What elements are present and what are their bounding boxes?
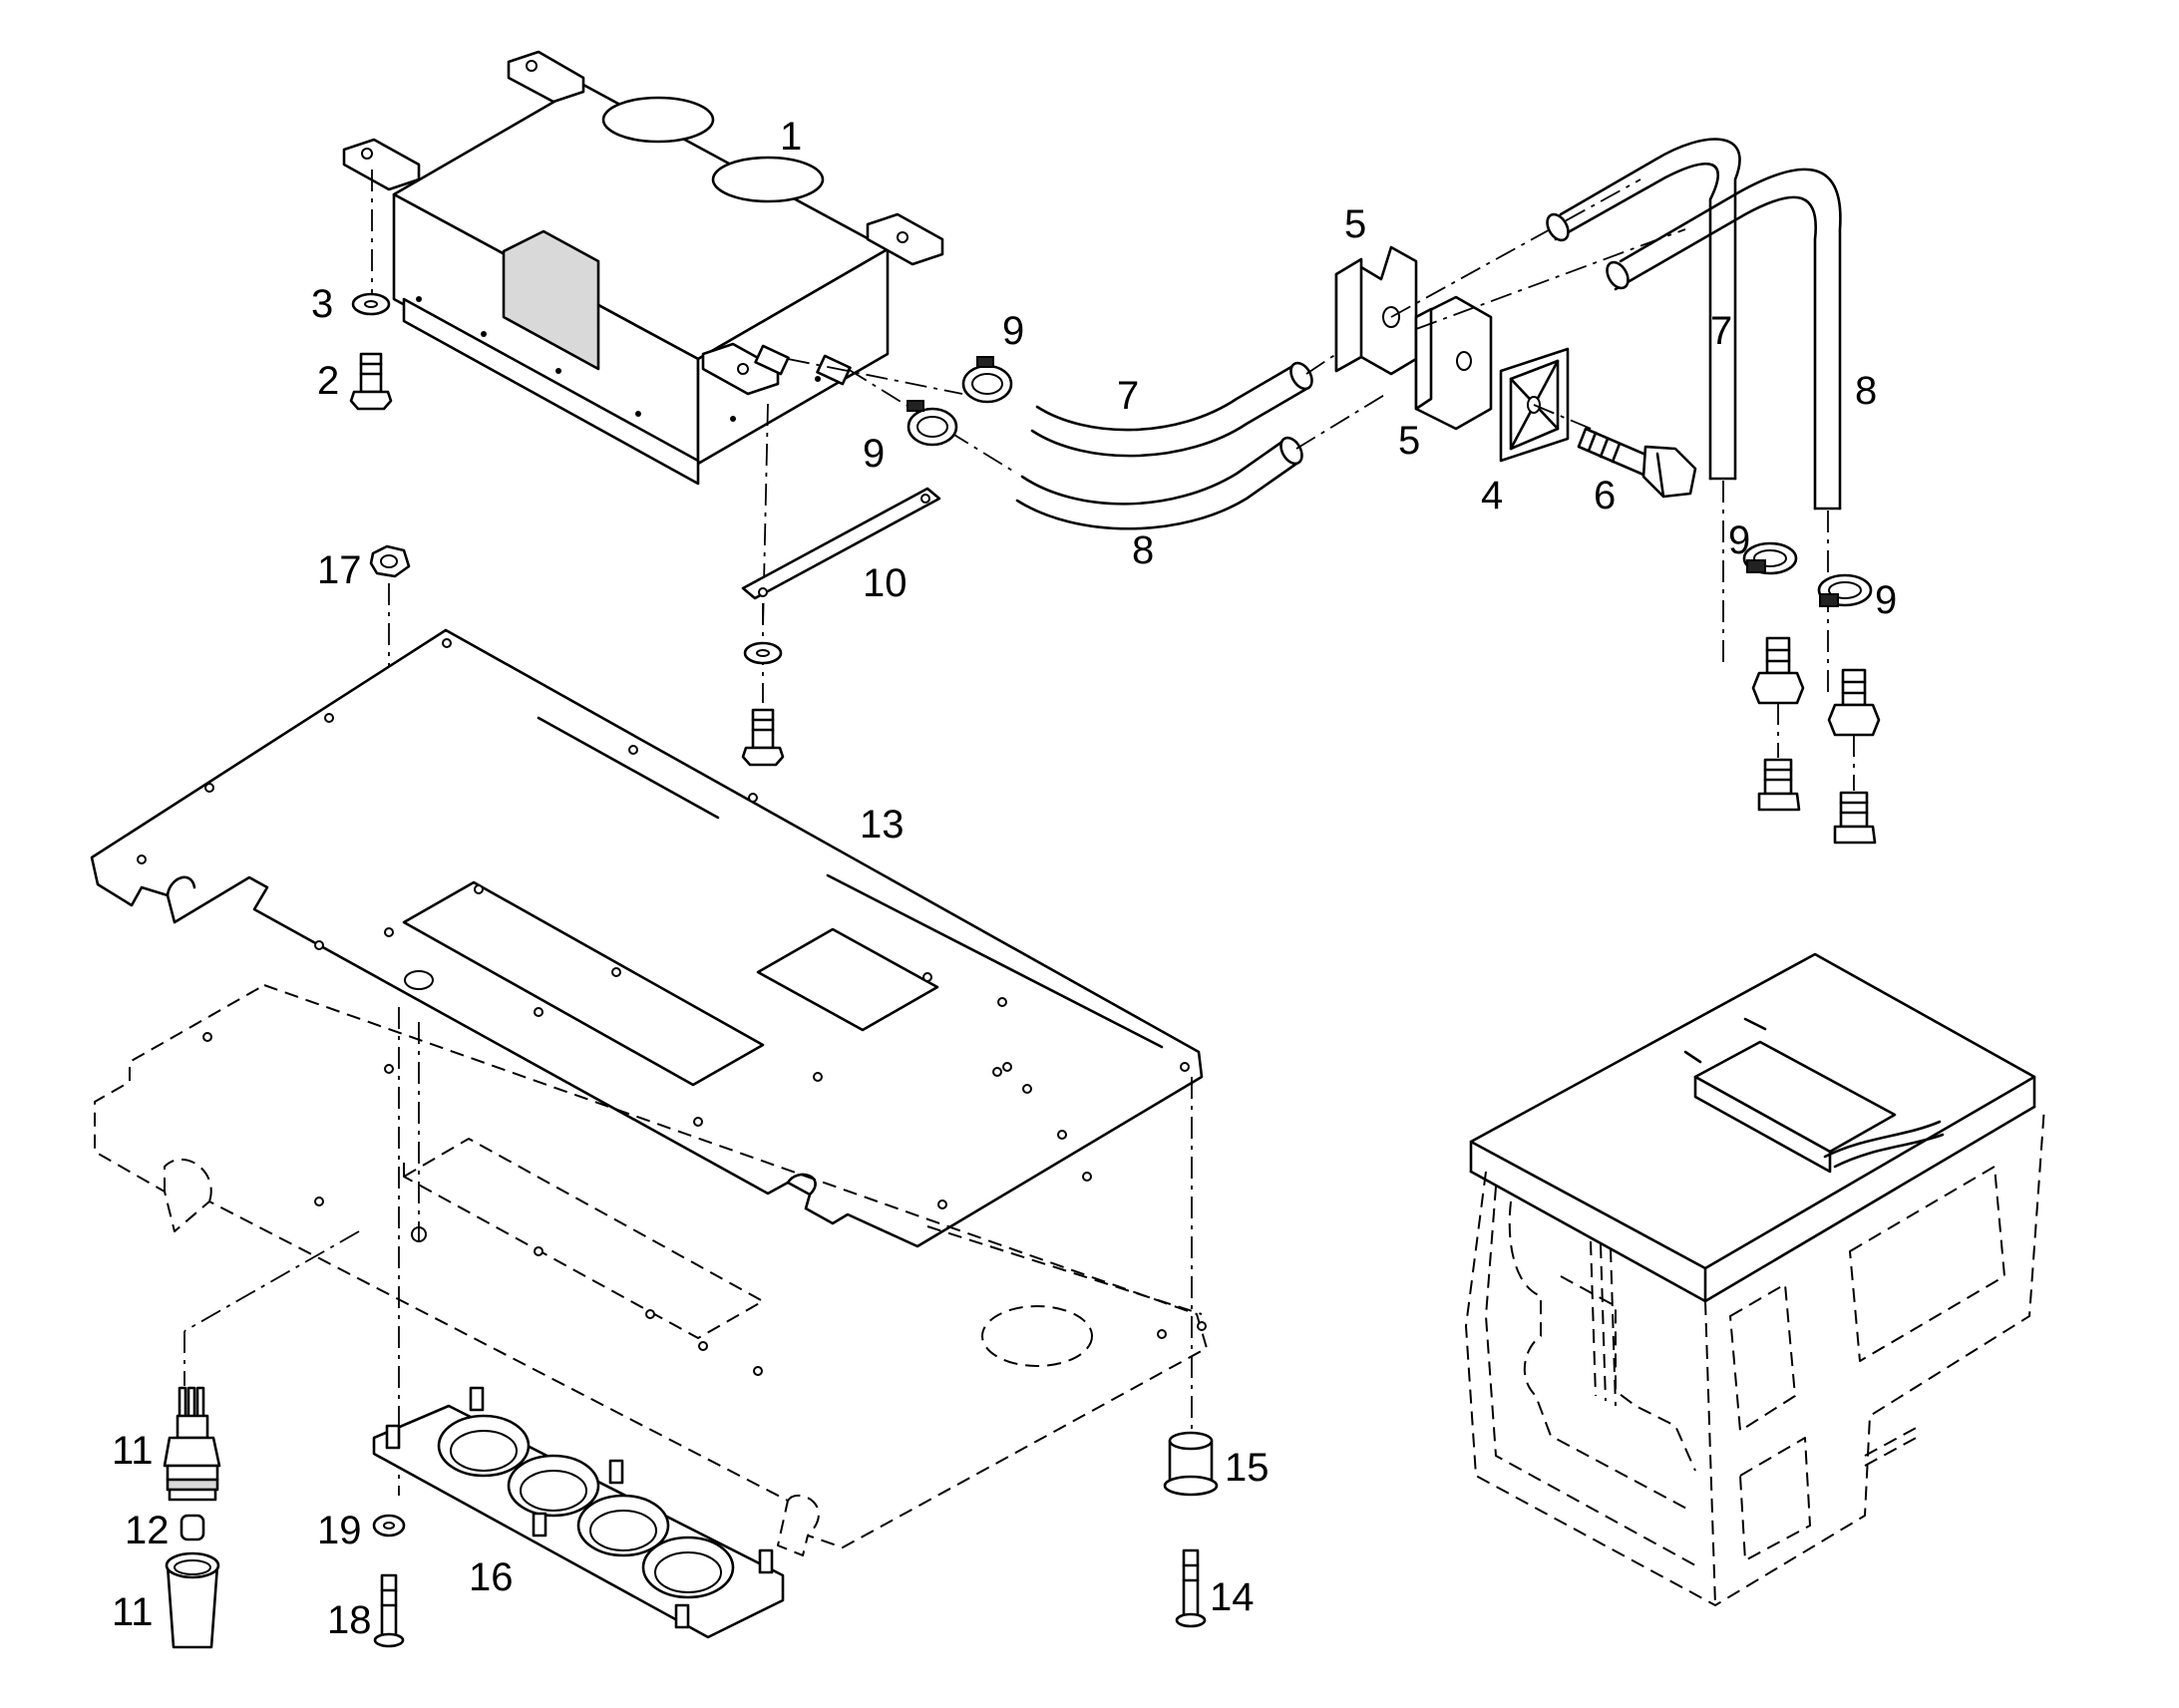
- callout-8a: 8: [1132, 528, 1154, 572]
- clamp-block-5-lower: [1414, 295, 1493, 431]
- callout-4: 4: [1481, 474, 1503, 517]
- callout-5a: 5: [1344, 202, 1366, 246]
- callout-19: 19: [317, 1509, 362, 1552]
- washer-3: [351, 292, 391, 316]
- heater-unit: [342, 50, 944, 486]
- grille-plate-16: [372, 1386, 785, 1639]
- callout-16: 16: [469, 1555, 514, 1599]
- washer-strap: [743, 641, 783, 665]
- callout-9b: 9: [863, 432, 885, 476]
- callout-11b: 11: [112, 1590, 154, 1634]
- callout-11a: 11: [112, 1429, 154, 1473]
- callout-18: 18: [327, 1598, 372, 1642]
- hose-clamp-9b: [907, 400, 958, 447]
- callout-7b: 7: [1710, 309, 1732, 353]
- hose-fitting-right: [1827, 668, 1881, 845]
- hose-clamp-9a: [961, 356, 1013, 404]
- floor-panel-13: [90, 628, 1204, 1248]
- callout-1: 1: [780, 115, 802, 159]
- bolt-6: [1577, 427, 1697, 499]
- hose-7-left: [1030, 361, 1313, 458]
- switch-11: [163, 1386, 221, 1502]
- hose-clamp-9c: [1742, 541, 1798, 575]
- callout-9d: 9: [1875, 578, 1897, 622]
- cab-overview: [1465, 952, 2045, 1606]
- callout-3: 3: [311, 282, 333, 326]
- screw-18: [373, 1573, 405, 1648]
- nut-17: [369, 544, 411, 578]
- screw-14: [1175, 1548, 1207, 1628]
- callout-5b: 5: [1398, 419, 1420, 463]
- spring-12: [180, 1514, 205, 1541]
- hose-fitting-left: [1751, 636, 1805, 812]
- hose-clamp-9d: [1817, 573, 1873, 607]
- callout-labels: 1 2 3 4 5 5 6 7 7 8 8 9 9 9 9 10 11 11 1…: [112, 115, 1897, 1642]
- callout-2: 2: [317, 359, 339, 403]
- callout-9a: 9: [1002, 309, 1024, 353]
- callout-9c: 9: [1728, 518, 1750, 562]
- cab-floor-dashed: [94, 984, 1208, 1556]
- callout-12: 12: [125, 1509, 170, 1552]
- callout-7a: 7: [1117, 374, 1139, 418]
- hose-8-left: [1015, 436, 1303, 530]
- strap-10: [741, 487, 941, 600]
- cap-11: [165, 1551, 220, 1649]
- callout-8b: 8: [1855, 369, 1877, 413]
- callout-17: 17: [317, 548, 362, 592]
- washer-19: [372, 1514, 406, 1537]
- callout-14: 14: [1210, 1575, 1255, 1619]
- callout-10: 10: [863, 561, 908, 605]
- clamp-block-5-upper: [1334, 245, 1418, 376]
- hose-7-right: [1546, 138, 1741, 481]
- hose-8-right: [1606, 168, 1842, 511]
- callout-6: 6: [1594, 474, 1616, 517]
- bolt-2: [349, 352, 393, 411]
- callout-13: 13: [860, 803, 905, 847]
- bolt-strap: [741, 708, 785, 767]
- callout-15: 15: [1225, 1446, 1270, 1490]
- bushing-15: [1163, 1431, 1219, 1497]
